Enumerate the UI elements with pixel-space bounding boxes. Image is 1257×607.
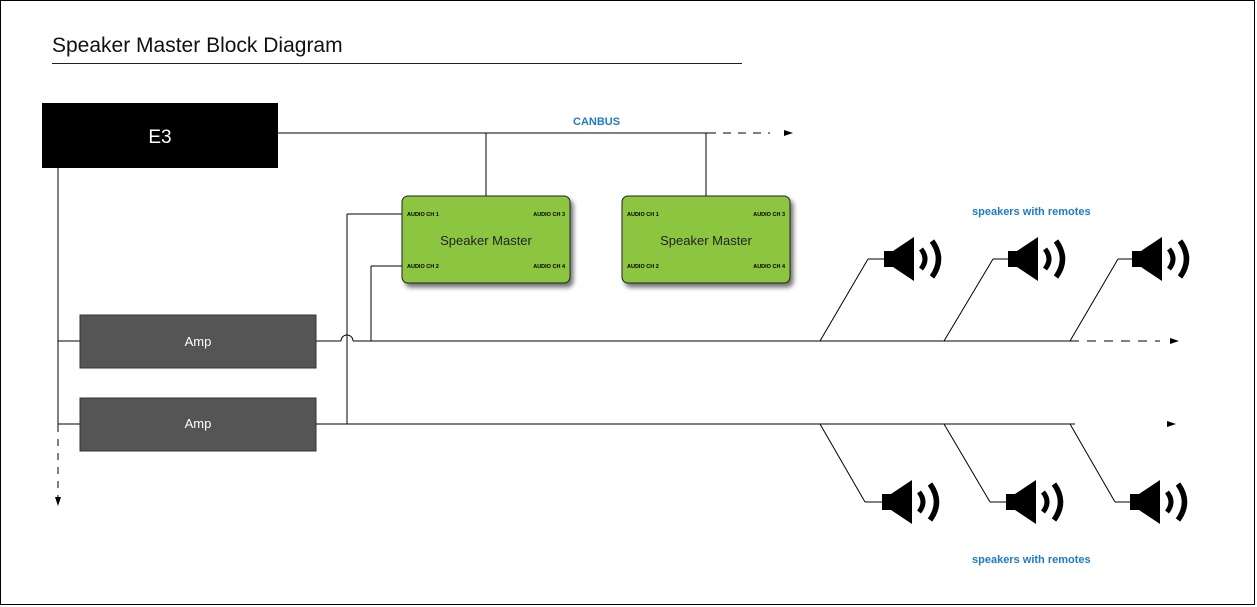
speaker-master-2: AUDIO CH 1 AUDIO CH 3 Speaker Master AUD… <box>621 195 791 284</box>
bottom-speaker-branches <box>819 423 1130 503</box>
audio-input-lines <box>316 213 1160 425</box>
speaker-icon <box>884 237 939 281</box>
speaker-icon <box>882 480 937 524</box>
top-speakers-label: speakers with remotes <box>972 206 1091 218</box>
speaker-icon <box>1008 237 1063 281</box>
canbus-lines <box>278 132 770 197</box>
speaker-icon <box>1130 480 1185 524</box>
e3-block: E3 <box>42 103 278 168</box>
e3-trunk-lines <box>57 168 80 497</box>
sm2-ch2-label: AUDIO CH 2 <box>627 264 659 270</box>
sm1-ch2-label: AUDIO CH 2 <box>407 264 439 270</box>
down-arrow-icon <box>55 497 61 506</box>
speaker-icon <box>1006 480 1061 524</box>
canbus-arrow-icon <box>784 130 793 136</box>
sm2-ch4-label: AUDIO CH 4 <box>753 264 786 270</box>
e3-label: E3 <box>148 127 171 148</box>
amp-1: Amp <box>79 314 317 369</box>
sm2-ch3-label: AUDIO CH 3 <box>753 212 785 218</box>
bottom-speakers-label: speakers with remotes <box>972 554 1091 566</box>
sm1-ch4-label: AUDIO CH 4 <box>533 264 566 270</box>
sm1-ch1-label: AUDIO CH 1 <box>407 212 439 218</box>
amp-2: Amp <box>79 397 317 452</box>
speaker-master-1: AUDIO CH 1 AUDIO CH 3 Speaker Master AUD… <box>401 195 571 284</box>
amp2-label: Amp <box>185 416 212 431</box>
sm1-ch3-label: AUDIO CH 3 <box>533 212 565 218</box>
sm2-ch1-label: AUDIO CH 1 <box>627 212 659 218</box>
amp2-arrow-icon <box>1167 421 1176 427</box>
amp1-arrow-icon <box>1170 338 1179 344</box>
sm1-title: Speaker Master <box>440 233 532 248</box>
speaker-icon <box>1132 237 1187 281</box>
sm2-title: Speaker Master <box>660 233 752 248</box>
top-speaker-branches <box>819 258 1132 342</box>
page-title: Speaker Master Block Diagram <box>52 33 742 64</box>
amp1-label: Amp <box>185 334 212 349</box>
canbus-label: CANBUS <box>573 116 620 128</box>
